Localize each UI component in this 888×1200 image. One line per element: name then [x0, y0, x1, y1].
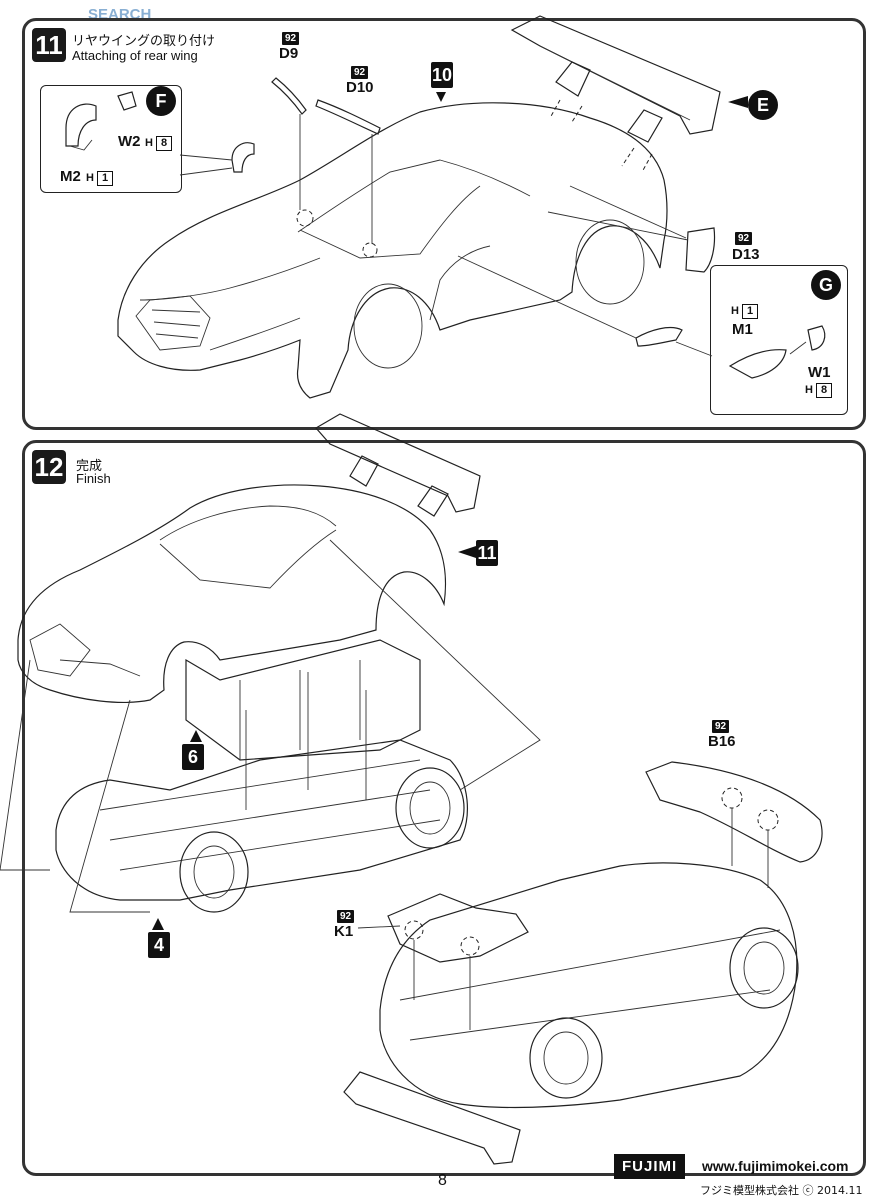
step-12-number: 12 [32, 450, 66, 484]
part-d9-label: D9 [279, 45, 299, 62]
step-12-title-jp: 完成 [76, 459, 103, 474]
step-11-number: 11 [32, 28, 66, 62]
fujimi-logo: FUJIMI [614, 1154, 686, 1179]
part-d13-label: D13 [732, 246, 760, 263]
ref-step-4-box: 4 [148, 932, 170, 958]
part-m2-label: M2 [60, 168, 81, 185]
copyright-text: フジミ模型株式会社 ⓒ 2014.11 [700, 1184, 863, 1197]
step-11-title-jp: リヤウイングの取り付け [72, 34, 216, 49]
part-d10-tag: 92 [351, 66, 369, 79]
part-b16-label: B16 [708, 733, 736, 750]
part-d9-tag: 92 [282, 32, 300, 45]
part-b16-tag: 92 [712, 720, 730, 733]
website-url[interactable]: www.fujimimokei.com [702, 1158, 849, 1174]
inset-f-box [40, 85, 182, 193]
part-d13-tag: 92 [735, 232, 753, 245]
step-11-car-drawing [65, 15, 826, 399]
ref-step-10-box: 10 [431, 62, 453, 88]
step-11-title-en: Attaching of rear wing [72, 48, 198, 63]
circle-g-marker: G [811, 270, 841, 300]
part-d10-label: D10 [346, 79, 374, 96]
part-w1-label: W1 [808, 364, 831, 381]
ref-step-6-box: 6 [182, 744, 204, 770]
circle-e-marker: E [748, 90, 778, 120]
inset-g-box [710, 265, 848, 415]
part-m1-label: M1 [732, 321, 753, 338]
part-k1-tag: 92 [337, 910, 355, 923]
circle-f-marker: F [146, 86, 176, 116]
part-w2-label: W2 [118, 133, 141, 150]
step-12-title-en: Finish [76, 471, 111, 486]
part-k1-label: K1 [334, 923, 354, 940]
page-number: 8 [438, 1172, 447, 1189]
ref-step-11-box: 11 [476, 540, 498, 566]
